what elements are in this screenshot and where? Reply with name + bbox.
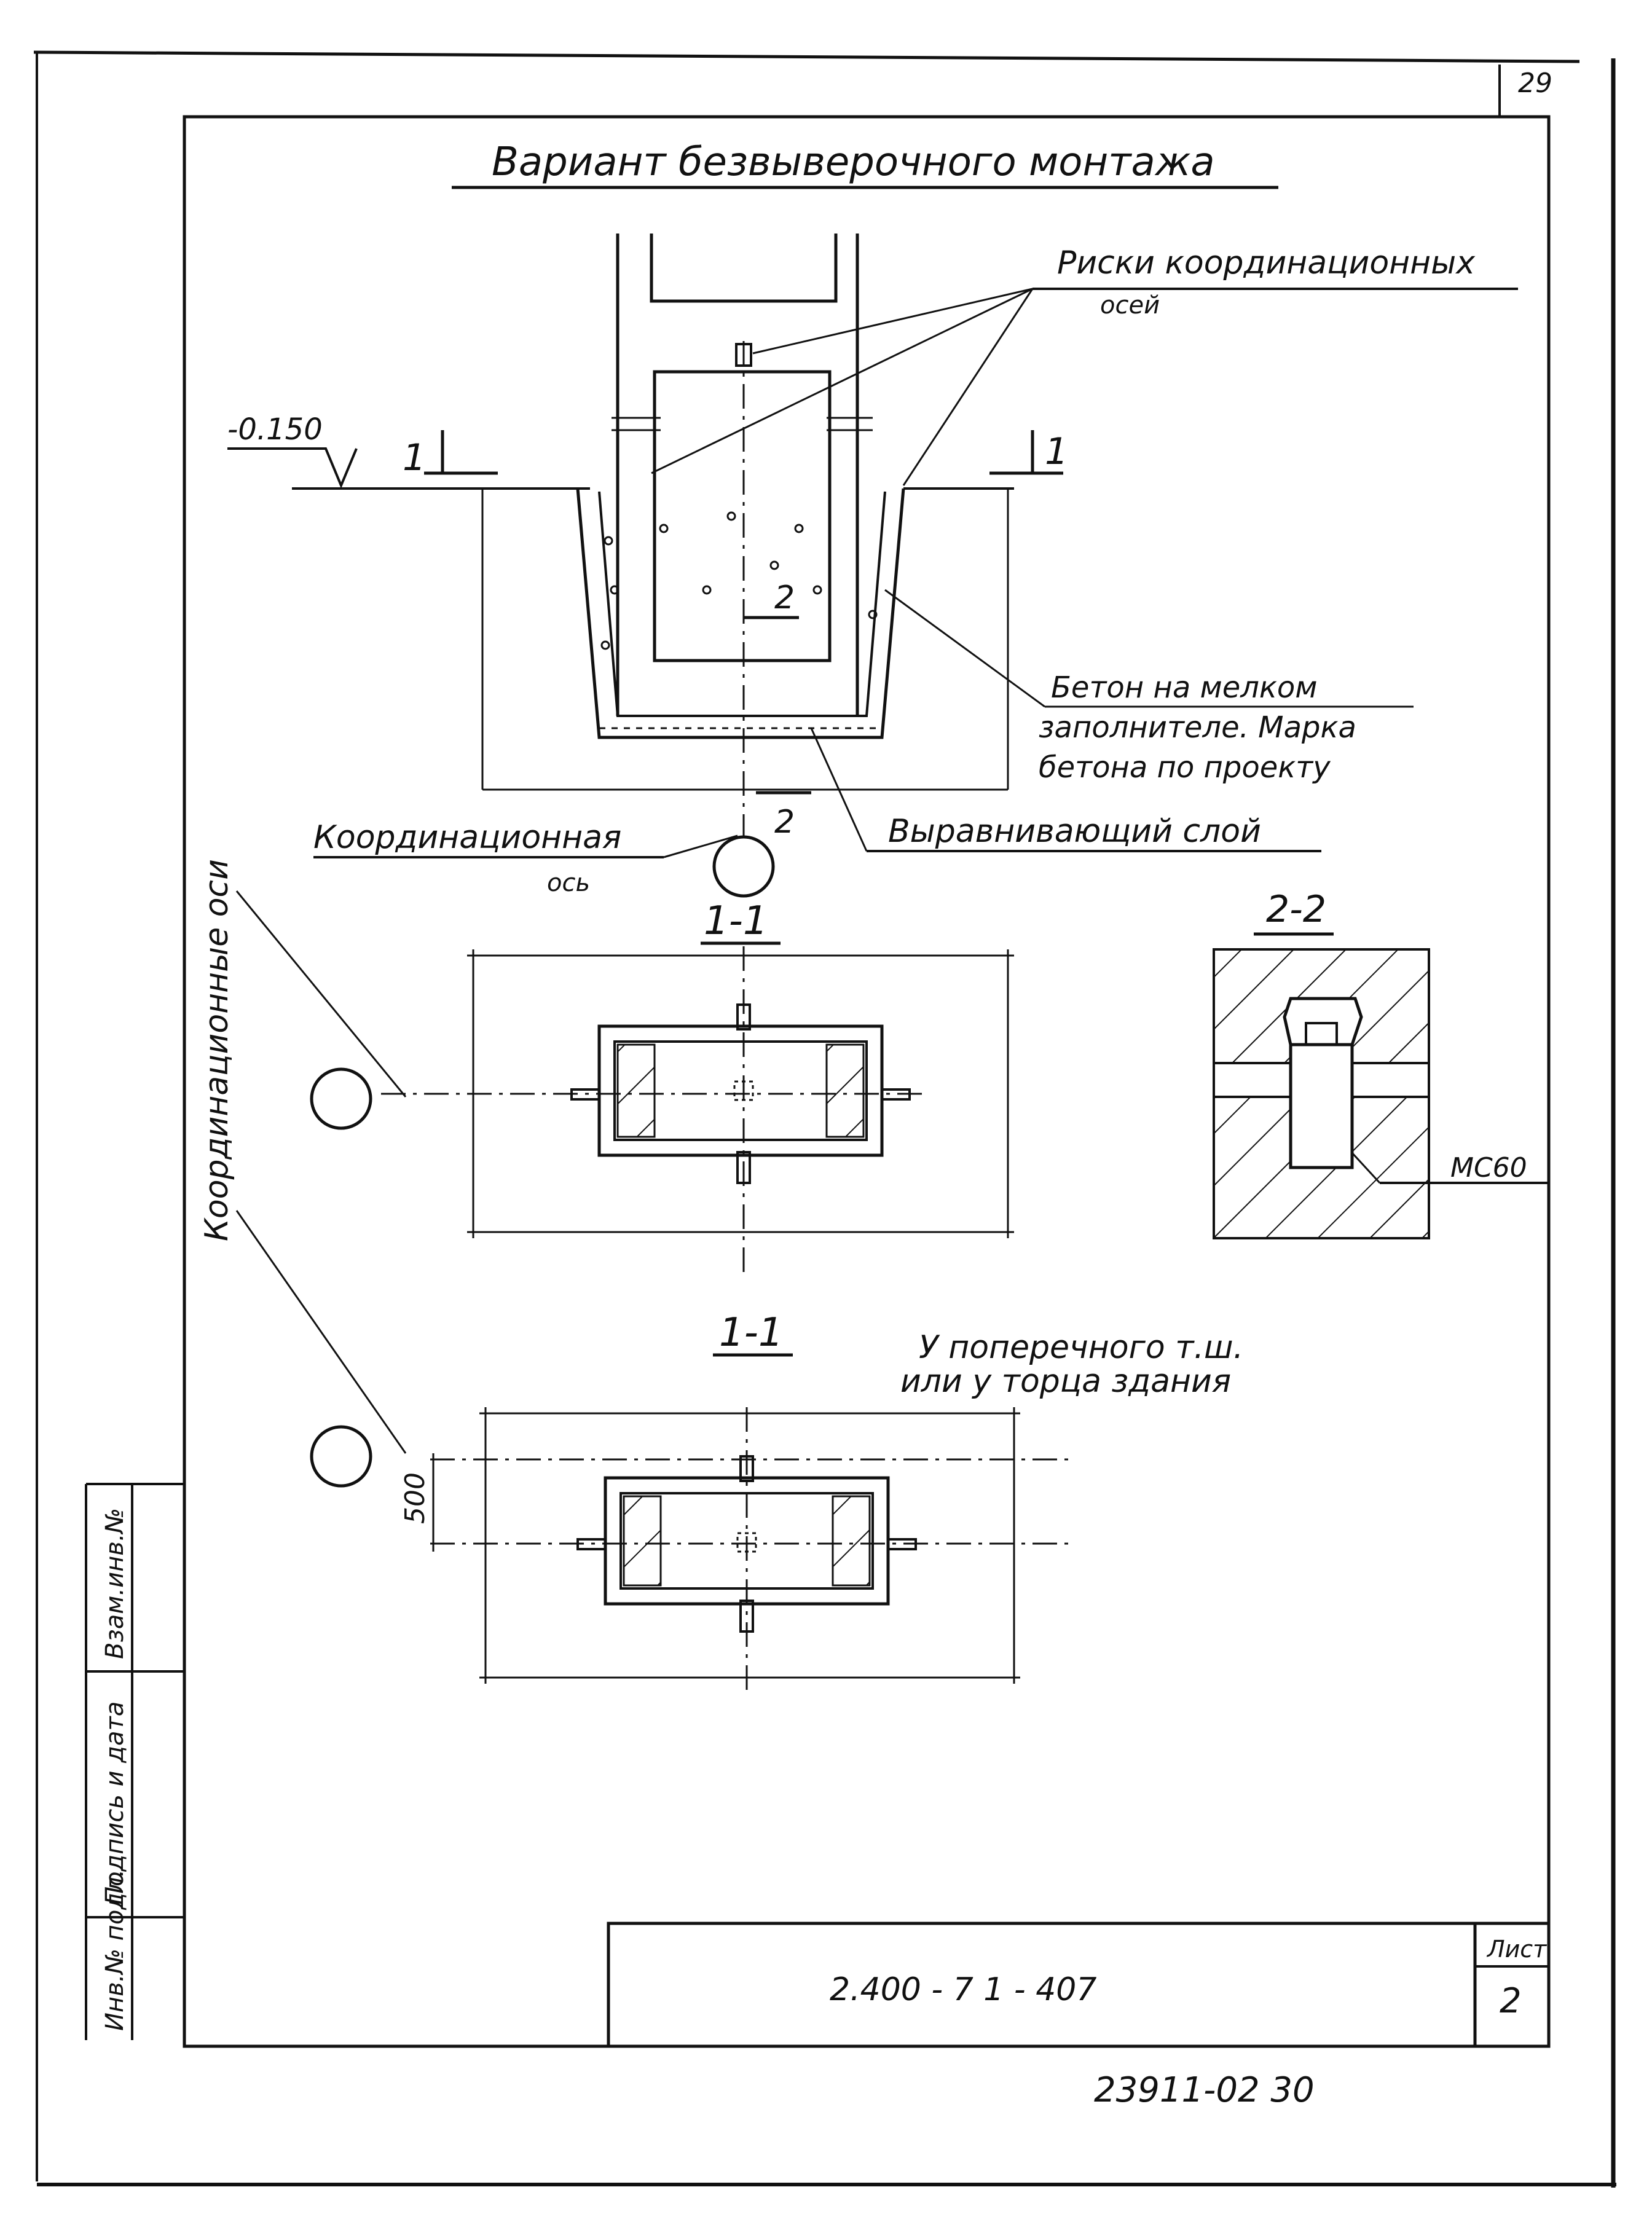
section-1-left: 1 xyxy=(403,436,426,479)
note-line1: У поперечного т.ш. xyxy=(919,1329,1243,1366)
section-1-1-a-drawing xyxy=(310,946,1014,1272)
leveling-layer-label: Выравнивающий слой xyxy=(888,813,1261,850)
dim-500: 500 xyxy=(399,1472,431,1524)
concrete-label-line2: заполнителе. Марка xyxy=(1039,710,1356,745)
side-stamp xyxy=(85,1483,184,2040)
section-1-1-a-title: 1-1 xyxy=(704,898,768,944)
concrete-label-line1: Бетон на мелком xyxy=(1051,670,1317,705)
bottom-number: 23911-02 30 xyxy=(1094,2070,1315,2110)
section-2-top: 2 xyxy=(774,579,795,616)
sheet-number: 2 xyxy=(1500,1981,1522,2021)
title-block xyxy=(607,1922,1551,2048)
concrete-label-line3: бетона по проекту xyxy=(1039,750,1331,785)
elevation-view xyxy=(227,234,1063,898)
section-1-1-b-drawing xyxy=(310,1407,1069,1696)
stamp-vzam-inv: Взам.инв.№ xyxy=(101,1508,129,1659)
leader-lines xyxy=(235,288,1549,1454)
stamp-inv-podl: Инв.№ подл. xyxy=(101,1869,129,2031)
coord-marks-label-line2: осей xyxy=(1100,291,1160,320)
drawing-title: Вариант безвыверочного монтажа xyxy=(492,139,1215,185)
section-1-1-b-title: 1-1 xyxy=(719,1310,784,1356)
section-2-2-drawing xyxy=(1213,948,1430,1239)
coord-axis-label-line1: Координационная xyxy=(313,819,621,856)
section-1-right: 1 xyxy=(1045,430,1068,473)
coord-axes-vertical-label: Координационные оси xyxy=(199,859,235,1241)
coord-marks-label-line1: Риски координационных xyxy=(1057,245,1476,281)
level-mark: -0.150 xyxy=(227,412,323,447)
mc60-label: МС60 xyxy=(1450,1152,1527,1184)
sheet-label: Лист xyxy=(1486,1936,1548,1963)
sheet-corner-number: 29 xyxy=(1518,68,1552,99)
stamp-podpis-data: Подпись и дата xyxy=(101,1702,129,1905)
section-2-bottom: 2 xyxy=(774,804,795,841)
document-code: 2.400 - 7 1 - 407 xyxy=(830,1971,1096,2008)
coord-axis-label-line2: ось xyxy=(547,869,590,897)
section-2-2-title: 2-2 xyxy=(1266,888,1326,931)
note-line2: или у торца здания xyxy=(900,1363,1231,1400)
